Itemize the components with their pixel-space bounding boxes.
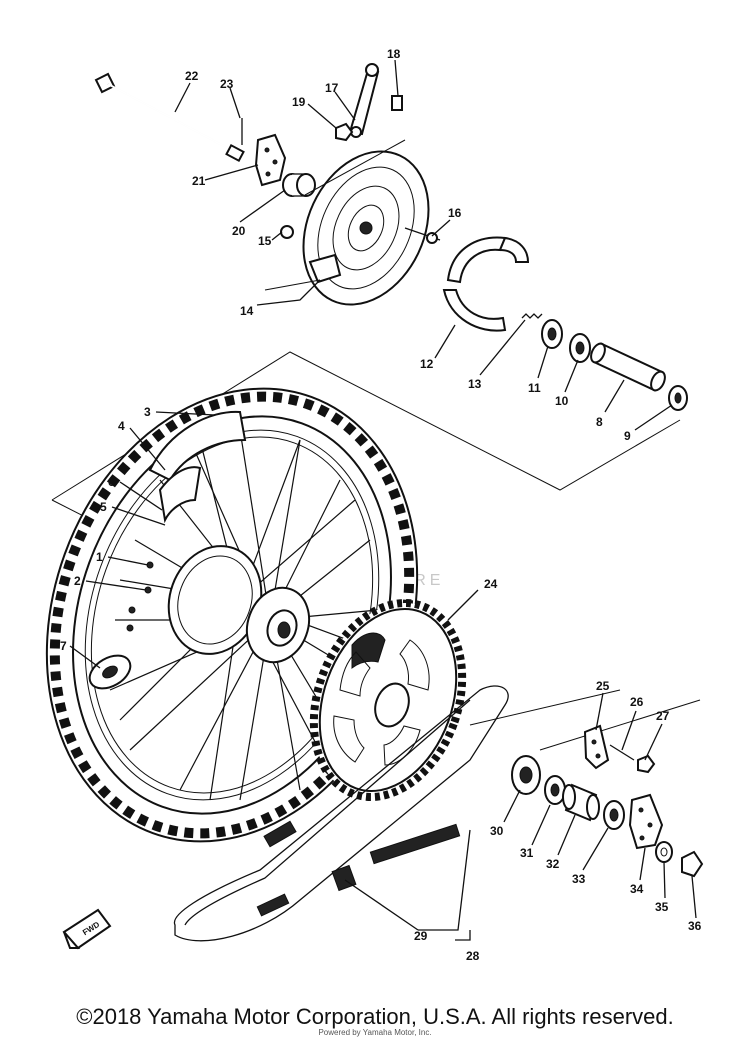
callout-9: 9 bbox=[624, 429, 631, 443]
callout-5: 5 bbox=[100, 500, 107, 514]
callout-10: 10 bbox=[555, 394, 569, 408]
leader-lines bbox=[69, 59, 697, 941]
callout-31: 31 bbox=[520, 846, 534, 860]
callout-30: 30 bbox=[490, 824, 504, 838]
copyright-notice: ©2018 Yamaha Motor Corporation, U.S.A. A… bbox=[76, 1004, 674, 1029]
callout-36: 36 bbox=[688, 919, 702, 933]
callout-numbers: 22 23 21 20 17 18 19 15 14 16 12 13 11 1… bbox=[60, 47, 702, 963]
axle-22 bbox=[94, 72, 245, 163]
rear-wheel-exploded-diagram: VENTURE bbox=[45, 47, 704, 963]
brake-camshaft-16 bbox=[404, 227, 441, 244]
callout-25: 25 bbox=[596, 679, 610, 693]
callout-4: 4 bbox=[118, 419, 125, 433]
callout-2: 2 bbox=[74, 574, 81, 588]
camshaft-lever-17 bbox=[348, 63, 380, 138]
callout-23: 23 bbox=[220, 77, 234, 91]
callout-17: 17 bbox=[325, 81, 339, 95]
callout-27: 27 bbox=[656, 709, 670, 723]
callout-24: 24 bbox=[484, 577, 498, 591]
callout-8: 8 bbox=[596, 415, 603, 429]
callout-28: 28 bbox=[466, 949, 480, 963]
callout-14: 14 bbox=[240, 304, 254, 318]
drive-chain-28 bbox=[173, 685, 509, 942]
spacer-8 bbox=[590, 342, 666, 392]
callout-20: 20 bbox=[232, 224, 246, 238]
brake-shoe-plate bbox=[302, 150, 430, 306]
rear-sprocket-24 bbox=[309, 599, 467, 801]
collar-32 bbox=[562, 783, 600, 822]
callout-11: 11 bbox=[528, 381, 541, 395]
callout-15: 15 bbox=[258, 234, 272, 248]
callout-29: 29 bbox=[414, 929, 428, 943]
callout-3: 3 bbox=[144, 405, 151, 419]
callout-19: 19 bbox=[292, 95, 306, 109]
callout-33: 33 bbox=[572, 872, 586, 886]
axle-and-brake-assembly bbox=[94, 63, 688, 411]
tube-and-rim-band bbox=[148, 410, 247, 524]
wheel-hub bbox=[167, 545, 311, 664]
brake-shoe-12 bbox=[442, 236, 530, 332]
small-credit-text: Powered by Yamaha Motor, Inc. bbox=[318, 1028, 432, 1037]
callout-35: 35 bbox=[655, 900, 669, 914]
callout-16: 16 bbox=[448, 206, 462, 220]
right-side-hardware bbox=[511, 724, 704, 878]
callout-1: 1 bbox=[96, 550, 103, 564]
callout-26: 26 bbox=[630, 695, 644, 709]
bearing-10 bbox=[569, 333, 591, 363]
adjuster-plate-21 bbox=[254, 133, 287, 187]
chain-links bbox=[256, 820, 461, 917]
callout-18: 18 bbox=[387, 47, 401, 61]
callout-13: 13 bbox=[468, 377, 482, 391]
callout-7: 7 bbox=[60, 639, 67, 653]
tube-valve-7 bbox=[88, 654, 132, 690]
fwd-arrow-icon: FWD bbox=[62, 908, 112, 950]
callout-34: 34 bbox=[630, 882, 644, 896]
callout-32: 32 bbox=[546, 857, 560, 871]
callout-12: 12 bbox=[420, 357, 434, 371]
callout-21: 21 bbox=[192, 174, 206, 188]
callout-22: 22 bbox=[185, 69, 199, 83]
collar-20 bbox=[282, 173, 316, 197]
callout-6: 6 bbox=[108, 475, 115, 489]
bearing-11 bbox=[541, 319, 563, 349]
